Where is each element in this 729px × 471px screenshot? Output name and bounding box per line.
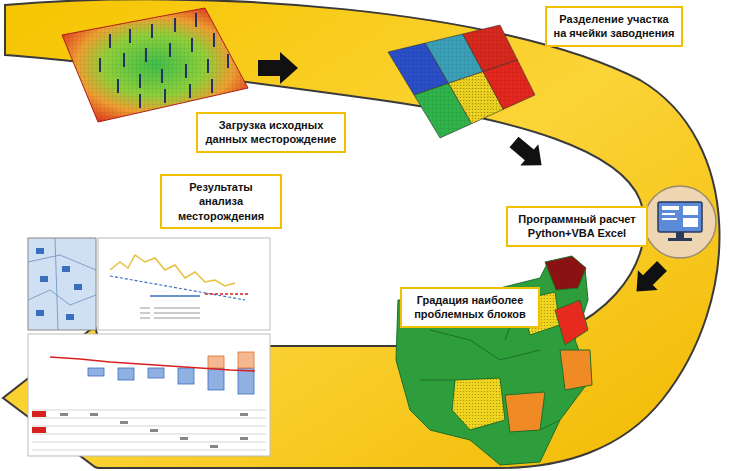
cell-surface <box>388 25 535 138</box>
step-label: Разделение участка на ячейки заводнения <box>545 6 683 47</box>
step-text: Разделение участка на ячейки заводнения <box>553 12 675 41</box>
flow-band <box>3 0 719 468</box>
step-label: Программный расчет Python+VBA Excel <box>506 206 648 247</box>
step-text: Загрузка исходных данных месторождение <box>204 118 338 147</box>
block-map <box>396 256 592 465</box>
step-text: Градация наиболее проблемных блоков <box>408 293 532 322</box>
computer-icon <box>644 186 716 258</box>
step-text: Результаты анализа месторождения <box>168 180 274 223</box>
results-thumbnails <box>28 238 270 456</box>
well-sticks <box>100 13 228 108</box>
surface-grid <box>62 8 248 122</box>
step-arrows <box>258 52 672 301</box>
step-label: Загрузка исходных данных месторождение <box>196 112 346 153</box>
step-label: Результаты анализа месторождения <box>160 174 282 229</box>
step-label: Градация наиболее проблемных блоков <box>400 287 540 328</box>
field-surface <box>62 8 248 122</box>
step-text: Программный расчет Python+VBA Excel <box>514 212 640 241</box>
